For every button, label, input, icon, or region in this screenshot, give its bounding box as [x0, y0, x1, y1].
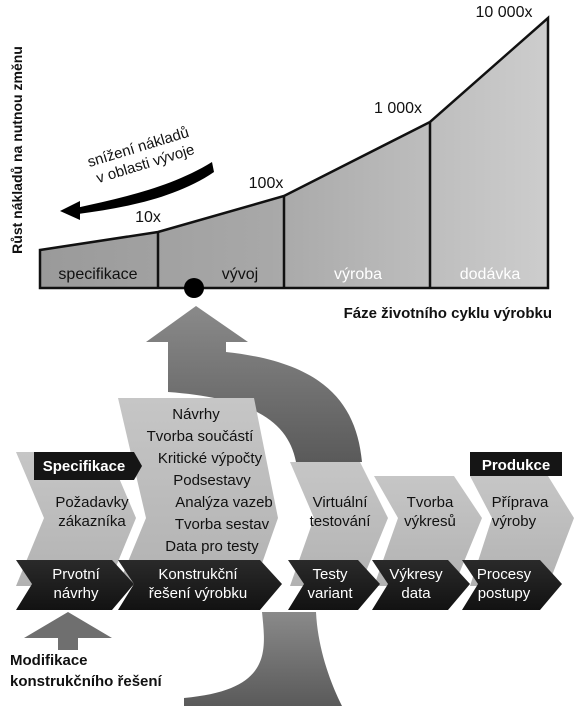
phase-label-dev: vývoj	[222, 266, 258, 283]
produkce-badge: Produkce	[470, 452, 562, 476]
svg-text:zákazníka: zákazníka	[58, 513, 126, 530]
svg-text:Kritické výpočty: Kritické výpočty	[158, 450, 263, 467]
specifikace-badge: Specifikace	[34, 452, 142, 480]
cost-label-1000x: 1 000x	[374, 100, 422, 117]
cost-label-100x: 100x	[249, 175, 284, 192]
svg-text:Testy: Testy	[312, 566, 348, 583]
process-step-4	[374, 476, 482, 586]
output-step-3	[288, 560, 380, 610]
cost-reduction-arrow	[60, 162, 214, 220]
output-step-5	[462, 560, 562, 610]
svg-text:Příprava: Příprava	[492, 494, 549, 511]
svg-text:výkresů: výkresů	[404, 513, 456, 530]
output-step-4	[372, 560, 470, 610]
svg-text:Produkce: Produkce	[482, 457, 550, 474]
svg-text:Výkresy: Výkresy	[389, 566, 443, 583]
svg-text:postupy: postupy	[478, 585, 531, 602]
feedback-up-arrow	[146, 306, 362, 462]
x-axis-title: Fáze životního cyklu výrobku	[344, 305, 552, 322]
current-phase-marker	[184, 278, 204, 298]
svg-text:Analýza vazeb: Analýza vazeb	[175, 494, 273, 511]
svg-text:Prvotní: Prvotní	[52, 566, 100, 583]
cost-label-10x: 10x	[135, 209, 161, 226]
svg-text:Podsestavy: Podsestavy	[173, 472, 251, 489]
svg-text:Virtuální: Virtuální	[313, 494, 369, 511]
svg-text:Data pro testy: Data pro testy	[165, 538, 259, 555]
svg-text:Konstrukční: Konstrukční	[158, 566, 238, 583]
svg-text:data: data	[401, 585, 431, 602]
process-step-1	[16, 452, 136, 586]
svg-text:variant: variant	[307, 585, 353, 602]
svg-text:Procesy: Procesy	[477, 566, 532, 583]
svg-text:řešení výrobku: řešení výrobku	[149, 585, 247, 602]
svg-text:Tvorba: Tvorba	[407, 494, 454, 511]
svg-text:Požadavky: Požadavky	[55, 494, 129, 511]
phase-label-prod: výroba	[334, 266, 382, 283]
svg-text:výroby: výroby	[492, 513, 537, 530]
process-top-texts: Požadavky zákazníka Návrhy Tvorba součás…	[55, 406, 549, 555]
process-top-band	[16, 398, 574, 586]
process-step-5	[470, 476, 574, 586]
process-step-3	[290, 462, 388, 586]
cost-curve-area	[38, 15, 550, 298]
output-step-2	[118, 560, 282, 610]
svg-text:Tvorba sestav: Tvorba sestav	[175, 516, 270, 533]
svg-text:Návrhy: Návrhy	[172, 406, 220, 423]
cost-label-10000x: 10 000x	[476, 4, 533, 21]
modification-label-line2: konstrukčního řešení	[10, 673, 163, 690]
process-bottom-band	[16, 560, 562, 610]
y-axis-title: Růst nákladů na nutnou změnu	[9, 46, 25, 254]
output-step-1	[16, 560, 134, 610]
process-bottom-texts: Prvotní návrhy Konstrukční řešení výrobk…	[52, 566, 531, 602]
svg-text:Tvorba součástí: Tvorba součástí	[147, 428, 255, 445]
phase-label-spec: specifikace	[58, 266, 137, 283]
modification-label-line1: Modifikace	[10, 652, 88, 669]
process-step-2	[118, 398, 278, 586]
svg-text:Specifikace: Specifikace	[43, 458, 126, 475]
phase-label-delivery: dodávka	[460, 266, 521, 283]
svg-text:testování: testování	[310, 513, 372, 530]
svg-text:návrhy: návrhy	[53, 585, 99, 602]
modification-return-arrow	[24, 612, 342, 706]
